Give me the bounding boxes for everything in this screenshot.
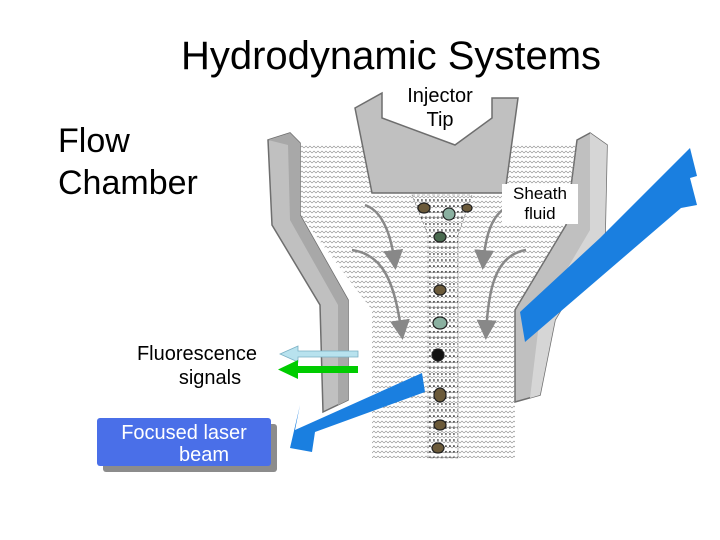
chamber-wall-left (267, 132, 349, 414)
cell (432, 316, 448, 330)
fluorescence-arrow-light (279, 345, 359, 363)
cell (417, 202, 431, 214)
focused-laser-beam-label: Focused laser beam (97, 418, 271, 466)
injector-tip-label: Injector Tip (407, 85, 473, 131)
cell (433, 419, 447, 431)
fluorescence-signals-label: Fluorescence signals (136, 343, 258, 389)
cell (431, 442, 445, 454)
sheath-fluid-label: Sheath fluid (502, 184, 578, 224)
injector-tip (354, 91, 519, 194)
cell (431, 348, 445, 362)
fluorescence-arrow-green (278, 360, 358, 379)
flow-chamber-label: Flow Chamber (58, 122, 198, 202)
cell (433, 387, 447, 403)
laser-beam-right (520, 148, 697, 342)
cell (461, 203, 473, 213)
laser-beam-left (290, 373, 425, 452)
cell (433, 231, 447, 243)
cells (417, 202, 473, 454)
cell (433, 284, 447, 296)
cell (442, 207, 456, 221)
page-title: Hydrodynamic Systems (180, 34, 602, 78)
